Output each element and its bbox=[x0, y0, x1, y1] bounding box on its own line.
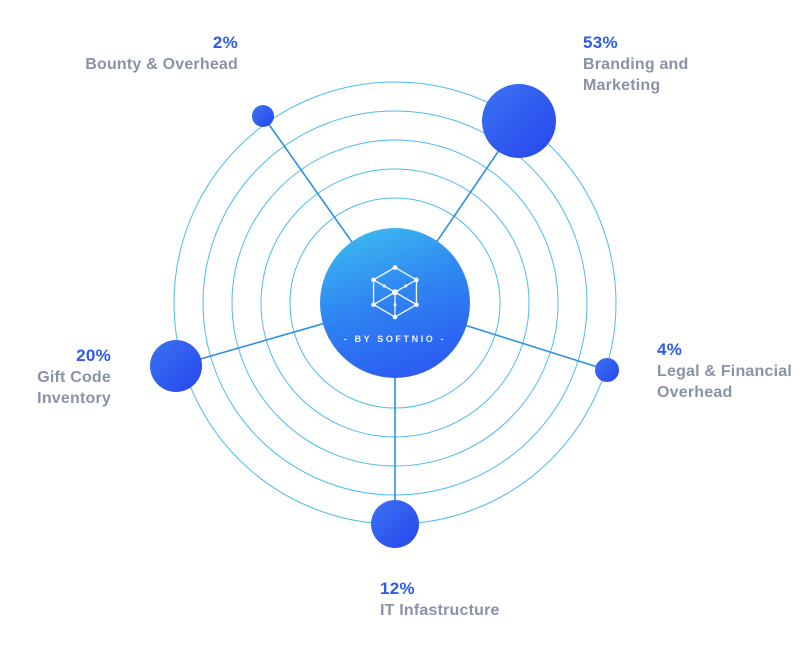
allocation-percent: 12% bbox=[380, 579, 415, 598]
allocation-label-legal-financial: 4% Legal & Financial Overhead bbox=[657, 338, 792, 403]
brand-label: - BY SOFTNIO - bbox=[343, 333, 447, 344]
allocation-percent: 20% bbox=[76, 346, 111, 365]
allocation-name: Inventory bbox=[37, 390, 111, 407]
center-hub: - BY SOFTNIO - bbox=[320, 228, 470, 378]
allocation-name: Legal & Financial bbox=[657, 363, 792, 380]
allocation-node-branding-marketing bbox=[482, 84, 556, 158]
allocation-name: Branding and bbox=[583, 56, 689, 73]
allocation-label-branding-marketing: 53% Branding and Marketing bbox=[583, 31, 689, 96]
allocation-percent: 53% bbox=[583, 33, 618, 52]
allocation-node-bounty-overhead bbox=[252, 105, 274, 127]
allocation-percent: 4% bbox=[657, 340, 683, 359]
allocation-label-gift-code: 20% Gift Code Inventory bbox=[37, 344, 111, 409]
allocation-node-gift-code bbox=[150, 340, 202, 392]
allocation-percent: 2% bbox=[212, 33, 238, 52]
allocation-label-it-infrastructure: 12% IT Infastructure bbox=[380, 577, 500, 621]
allocation-name: Bounty & Overhead bbox=[85, 56, 238, 73]
allocation-name: Marketing bbox=[583, 77, 661, 94]
allocation-node-legal-financial bbox=[595, 358, 619, 382]
allocation-name: Overhead bbox=[657, 384, 733, 401]
allocation-name: Gift Code bbox=[37, 369, 111, 386]
hexagon-network-icon bbox=[371, 264, 419, 319]
allocation-node-it-infrastructure bbox=[371, 500, 419, 548]
allocation-label-bounty-overhead: 2% Bounty & Overhead bbox=[85, 31, 238, 75]
allocation-name: IT Infastructure bbox=[380, 602, 500, 619]
